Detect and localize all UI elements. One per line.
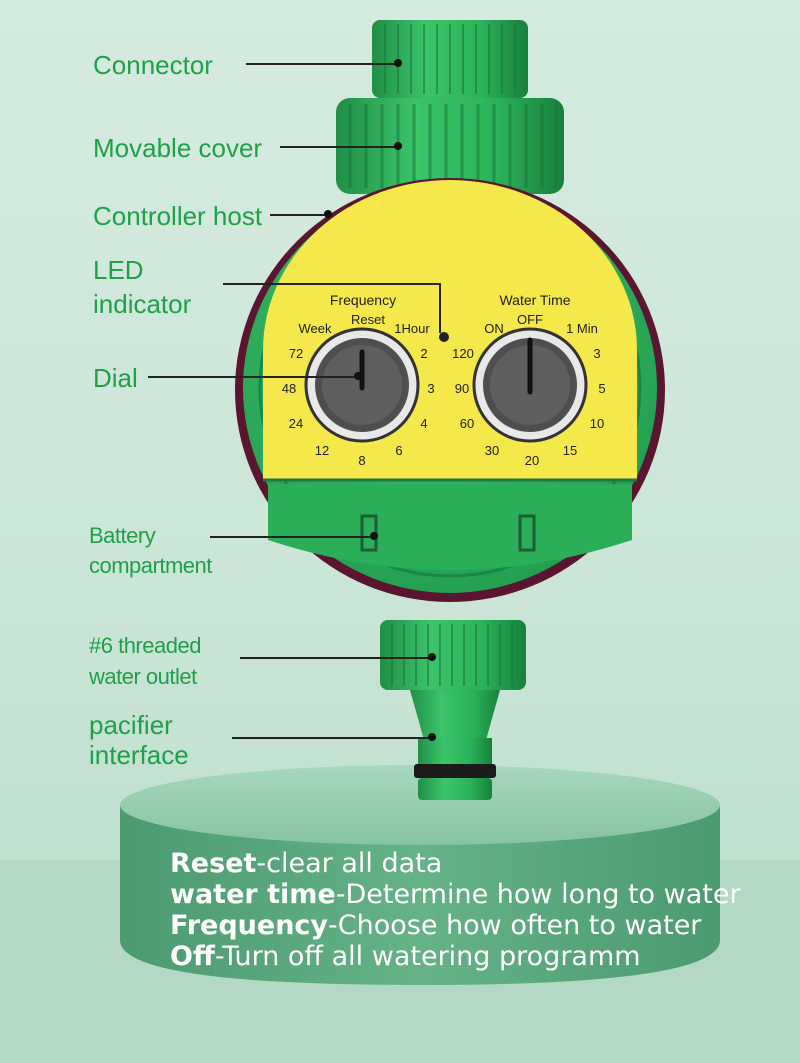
time-tick: 20 [525, 453, 539, 468]
frequency-dial[interactable] [304, 327, 420, 443]
freq-tick: 4 [420, 416, 427, 431]
function-legend: Reset-clear all data water time-Determin… [170, 848, 741, 972]
dial-label: Dial [93, 363, 138, 393]
led-leader-line [223, 283, 441, 333]
dial-leader [148, 376, 358, 378]
battery-dot [370, 532, 378, 540]
legend-term: Frequency [170, 910, 329, 941]
freq-tick: 72 [289, 346, 303, 361]
reset-label: Reset [351, 312, 385, 327]
freq-tick: 12 [315, 443, 329, 458]
freq-tick: 3 [427, 381, 434, 396]
movable-cover-label: Movable cover [93, 133, 263, 163]
outlet-label-line1: #6 threaded [89, 633, 201, 658]
legend-desc: -Turn off all watering programm [214, 941, 641, 972]
legend-desc: -Determine how long to water [335, 879, 741, 910]
dial-dot [354, 372, 362, 380]
legend-term: Off [170, 941, 215, 972]
outlet-label-line2: water outlet [89, 664, 197, 689]
battery-leader [210, 536, 374, 538]
freq-tick: 24 [289, 416, 303, 431]
outlet-leader [240, 657, 432, 659]
controller-host-dot [324, 210, 332, 218]
led-label-line1: LED [93, 255, 144, 285]
legend-item-reset: Reset-clear all data [170, 848, 741, 879]
time-tick: 15 [563, 443, 577, 458]
connector [372, 20, 528, 98]
pacifier-label-line2: interface [89, 740, 189, 770]
on-label: ON [484, 321, 504, 336]
min-label: 1 Min [566, 321, 598, 336]
time-tick: 30 [485, 443, 499, 458]
legend-term: Reset [170, 848, 257, 879]
week-label: Week [299, 321, 332, 336]
time-tick: 3 [593, 346, 600, 361]
legend-item-water-time: water time-Determine how long to water [170, 879, 741, 910]
pacifier-leader [232, 737, 432, 739]
freq-tick: 48 [282, 381, 296, 396]
connector-dot [394, 59, 402, 67]
freq-tick: 2 [420, 346, 427, 361]
movable-cover [336, 98, 564, 194]
battery-label-line1: Battery [89, 523, 156, 548]
time-tick: 90 [455, 381, 469, 396]
movable-cover-dot [394, 142, 402, 150]
led-label-line2: indicator [93, 289, 192, 319]
off-label: OFF [517, 312, 543, 327]
controller-host-label: Controller host [93, 201, 263, 231]
threaded-water-outlet [380, 620, 526, 690]
face-labels: Frequency Reset Week 1Hour 72 48 24 12 8… [282, 292, 606, 468]
time-tick: 120 [452, 346, 474, 361]
legend-item-frequency: Frequency-Choose how often to water [170, 910, 741, 941]
battery-compartment [268, 484, 632, 570]
battery-label-line2: compartment [89, 553, 212, 578]
movable-cover-leader [280, 146, 398, 148]
controller-host-leader [270, 214, 328, 216]
pacifier-label-line1: pacifier [89, 710, 173, 740]
freq-tick: 8 [358, 453, 365, 468]
hour-label: 1Hour [394, 321, 430, 336]
connector-leader [246, 63, 398, 65]
legend-item-off: Off-Turn off all watering programm [170, 941, 741, 972]
legend-term: water time [170, 879, 336, 910]
time-tick: 10 [590, 416, 604, 431]
time-tick: 60 [460, 416, 474, 431]
water-time-title: Water Time [499, 292, 570, 308]
freq-tick: 6 [395, 443, 402, 458]
time-tick: 5 [598, 381, 605, 396]
frequency-title: Frequency [330, 292, 396, 308]
water-time-dial[interactable] [472, 327, 588, 443]
legend-desc: -clear all data [256, 848, 443, 879]
pacifier-interface [410, 690, 500, 800]
outlet-dot [428, 653, 436, 661]
connector-label: Connector [93, 50, 213, 80]
led-indicator [439, 332, 449, 342]
pacifier-dot [428, 733, 436, 741]
legend-desc: -Choose how often to water [328, 910, 702, 941]
